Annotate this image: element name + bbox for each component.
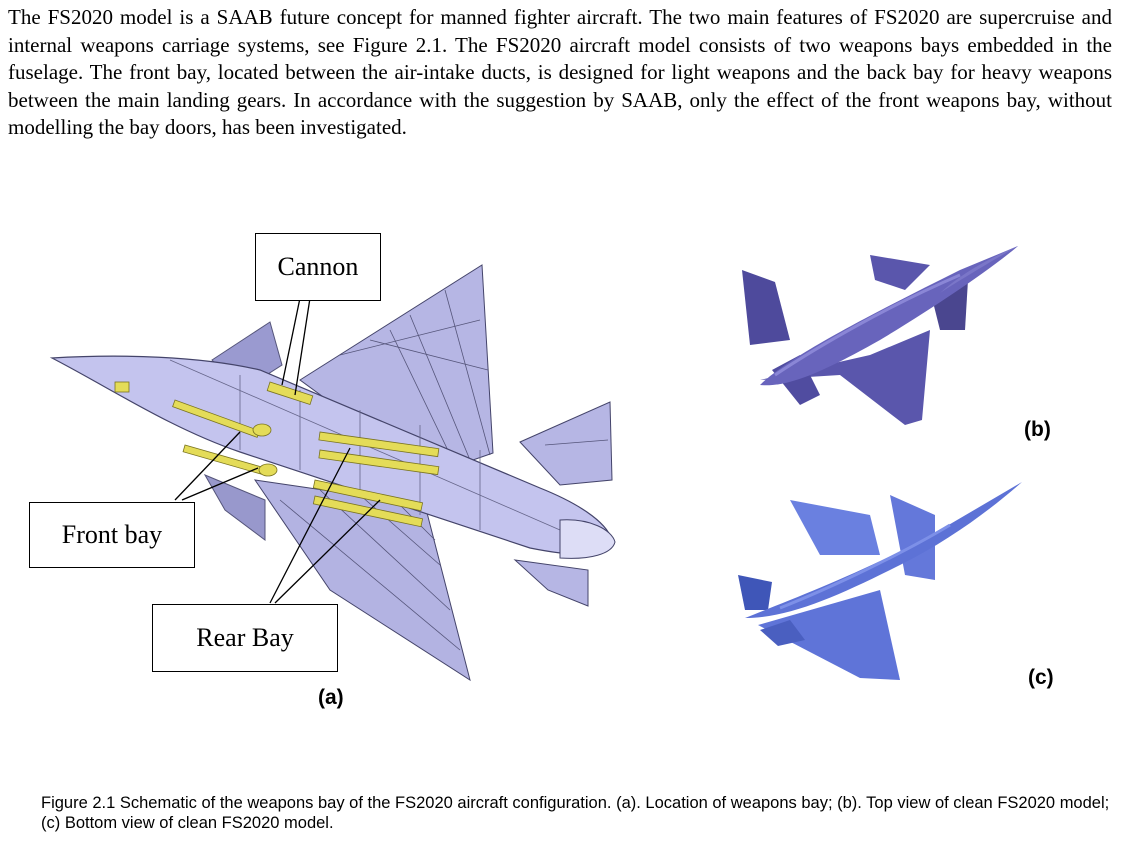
panel-label-a: (a)	[318, 686, 344, 709]
weapons-bay-stores	[114, 381, 440, 528]
body-paragraph: The FS2020 model is a SAAB future concep…	[8, 5, 1112, 139]
figure-illustration	[49, 246, 1022, 682]
callout-front-bay: Front bay	[29, 502, 195, 568]
callout-cannon: Cannon	[255, 233, 381, 301]
aircraft-bottom-view-c	[738, 482, 1022, 680]
aircraft-schematic-a	[49, 264, 616, 682]
aircraft-top-view-b	[742, 246, 1018, 425]
figure-2-1: Cannon Front bay Rear Bay (a) (b) (c)	[0, 170, 1128, 730]
panel-label-c: (c)	[1028, 666, 1054, 689]
panel-label-b: (b)	[1024, 418, 1051, 441]
callout-leader-lines	[174, 297, 381, 604]
callout-rear-bay: Rear Bay	[152, 604, 338, 672]
figure-caption: Figure 2.1 Schematic of the weapons bay …	[41, 794, 1110, 832]
